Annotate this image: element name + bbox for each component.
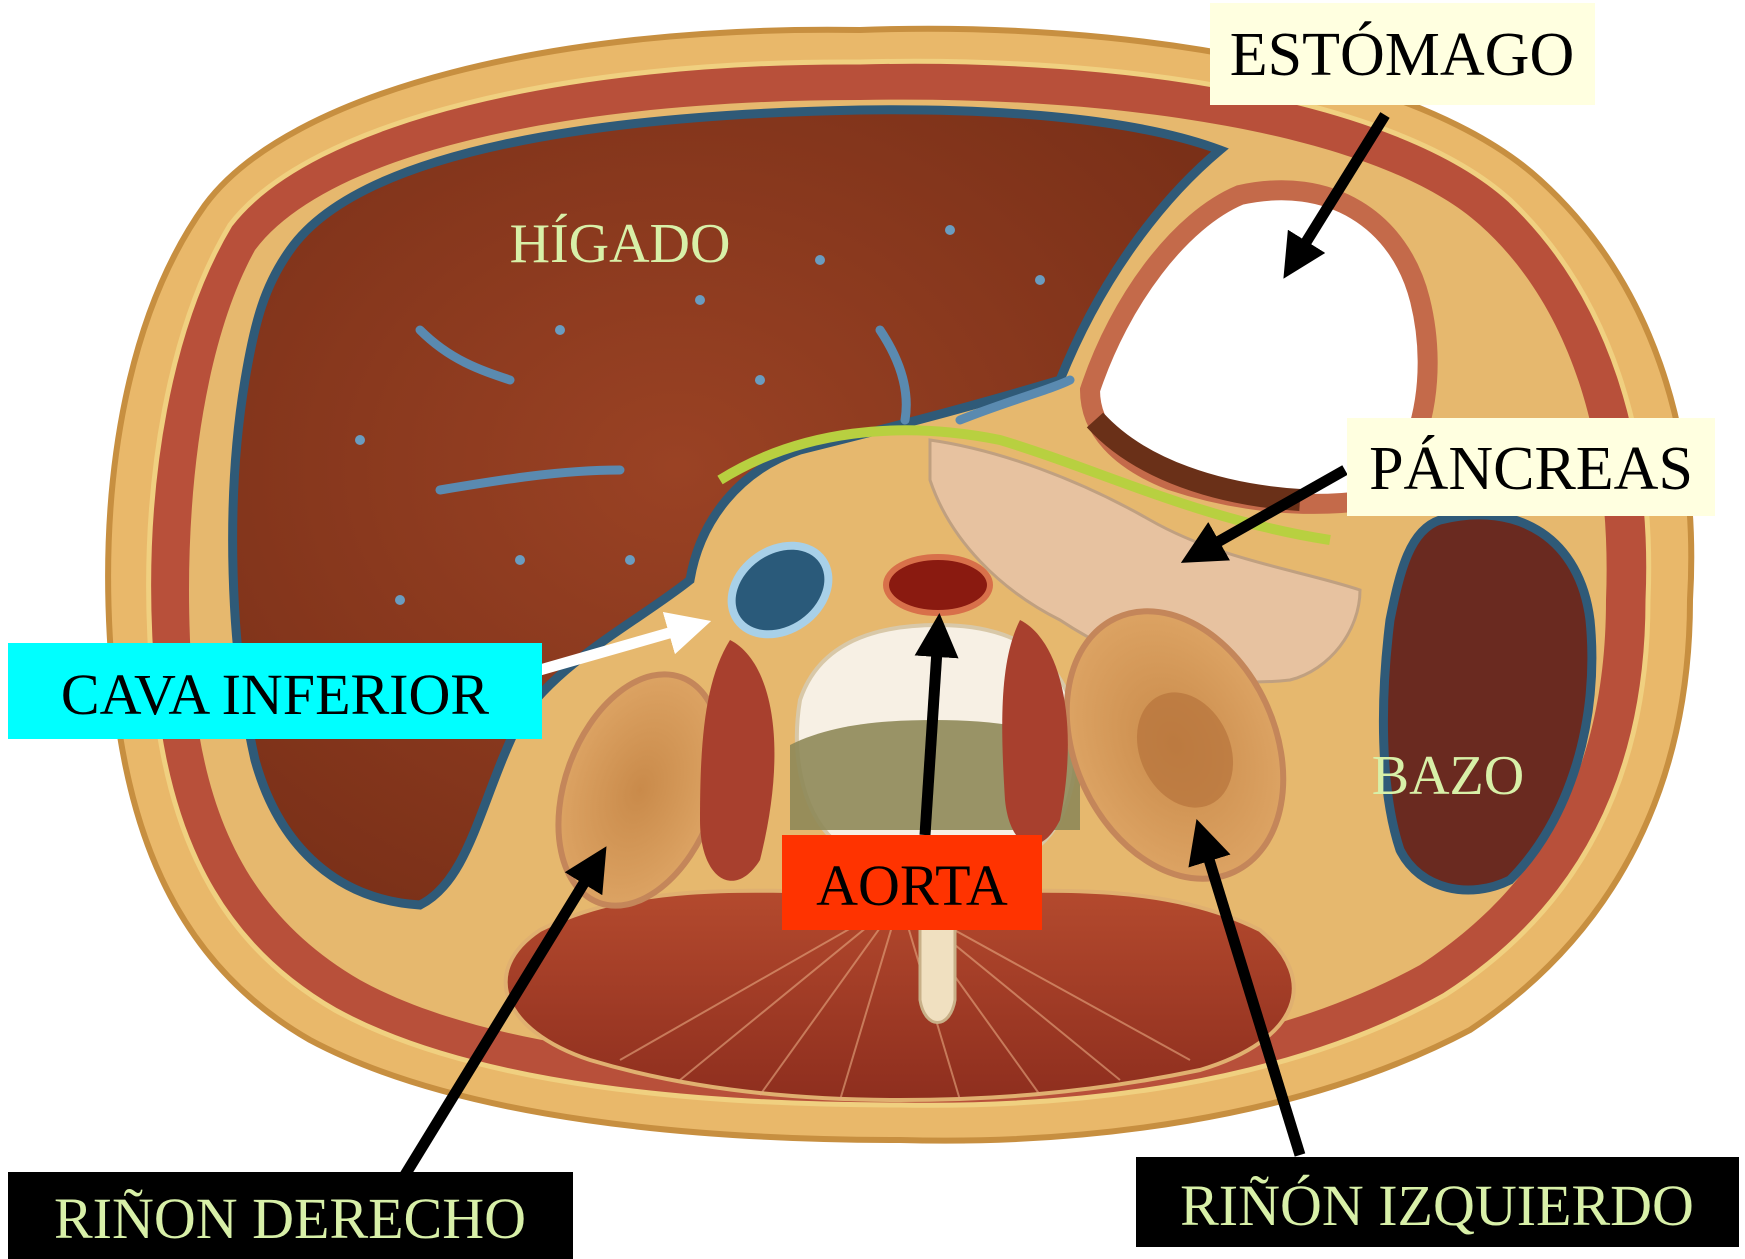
pancreas-label: PÁNCREAS [1369, 435, 1693, 503]
rinon-izquierdo-label: RIÑÓN IZQUIERDO [1180, 1173, 1694, 1238]
aorta-vessel [886, 557, 990, 613]
bazo-label: BAZO [1372, 745, 1524, 807]
rinon-derecho-label: RIÑON DERECHO [54, 1186, 526, 1251]
estomago-label: ESTÓMAGO [1230, 21, 1574, 89]
aorta-label: AORTA [816, 853, 1008, 918]
cava-label: CAVA INFERIOR [61, 662, 489, 727]
higado-label: HÍGADO [510, 213, 731, 275]
